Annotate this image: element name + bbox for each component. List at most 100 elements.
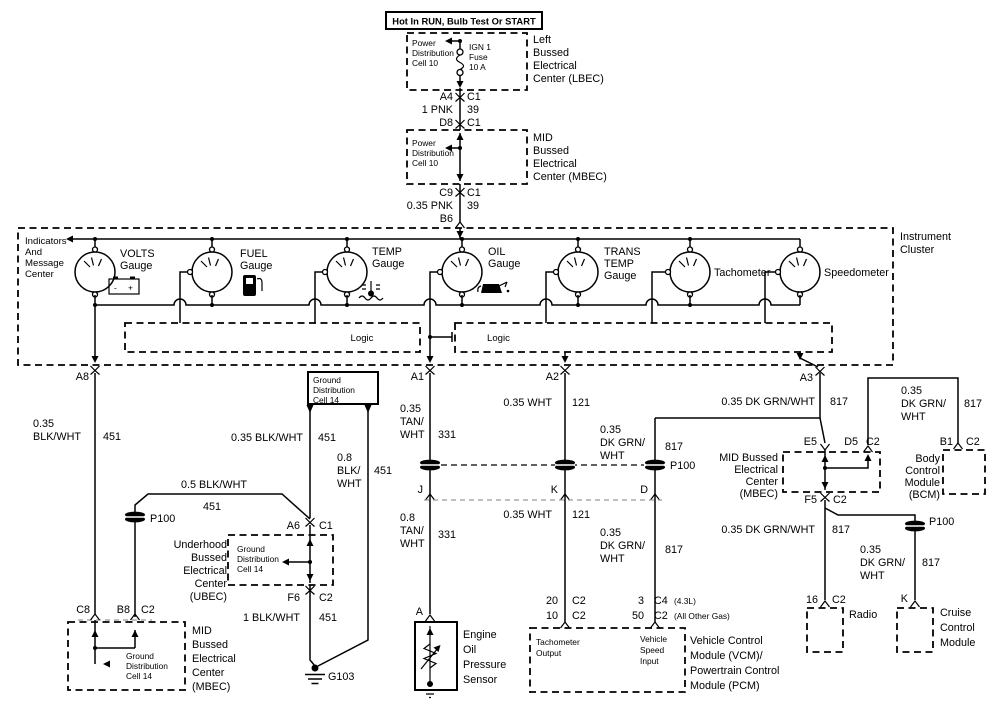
tach-output-column: 0.35 WHT 121 K 0.35 WHT 121 20 C2 10 C2 (503, 373, 590, 629)
pin-a3: A3 (800, 372, 813, 384)
connector-k-cruise-icon (909, 600, 921, 608)
logic1-label: Logic (351, 333, 374, 344)
mbec-top-name-line1: MID (533, 132, 553, 144)
pin-d8: D8 (439, 117, 453, 129)
bcm-name-line3: Module (905, 477, 940, 489)
mbec-r-name-line3: Center (746, 476, 779, 488)
wire-wht-bot-label: 0.35 WHT (503, 509, 552, 521)
svg-text:Distribution: Distribution (126, 661, 168, 671)
pin-b1: B1 (940, 436, 953, 448)
wire-wht-top-label: 0.35 WHT (503, 397, 552, 409)
g103-label: G103 (328, 671, 354, 683)
connector-b1-icon (952, 442, 964, 450)
mbec-top-name-line3: Electrical (533, 158, 577, 170)
pin-3-conn: C4 (654, 595, 668, 607)
wire-a8-size: 0.35 (33, 418, 54, 430)
p100-tach-icon (554, 458, 576, 472)
wire-035blk-label: 0.35 BLK/WHT (231, 432, 303, 444)
lbec-name-line3: Electrical (533, 60, 577, 72)
ubec-block: A6 C1 Ground Distribution Cell 14 Underh… (174, 517, 334, 603)
svg-text:Ground: Ground (237, 544, 265, 554)
ubec-name-line2: Bussed (191, 552, 227, 564)
connector-a-icon (424, 614, 436, 622)
ground-path-left: 0.35 BLK/WHT 451 Ground Distribution Cel… (33, 371, 392, 693)
mbec-top-cell-line1: Power (412, 138, 436, 148)
wire-grn-bcm-size: 0.35 (901, 385, 922, 397)
coolant-temp-icon (358, 281, 384, 301)
tachometer-icon (669, 246, 711, 298)
wire-wht-top-circuit: 121 (572, 397, 590, 409)
wire-05blk-label: 0.5 BLK/WHT (181, 479, 247, 491)
grn-wht-network: 0.35 DK GRN/WHT 817 E5 D5 C2 MID Bussed … (655, 373, 986, 653)
bcm-name-line4: (BCM) (909, 489, 940, 501)
p100-vss-icon (644, 458, 666, 472)
imc-line3: Message (25, 258, 64, 269)
feed-wire-mbec-to-cluster: C9 C1 0.35 PNK 39 B6 (407, 184, 481, 239)
bcm-name-line2: Control (905, 465, 940, 477)
g103-ground-icon (305, 664, 325, 685)
pin-e5: E5 (804, 436, 817, 448)
p100-oil-icon (419, 458, 441, 472)
fuel-pump-icon (243, 275, 263, 296)
wire-08blk-color2: WHT (337, 478, 362, 490)
fuel-gauge-label1: FUEL (240, 248, 268, 260)
cluster-name-line2: Cluster (900, 244, 935, 256)
connector-c8-icon (89, 613, 101, 621)
vcm-tach-line2: Output (536, 648, 562, 658)
wire-tan035-color2: WHT (400, 429, 425, 441)
pin-20: 20 (546, 595, 558, 607)
mbec-bl-name-line1: MID (192, 625, 212, 637)
wire-grn-top-size: 0.35 (600, 424, 621, 436)
sensor-name-line2: Oil (463, 644, 476, 656)
wire-tan08-color1: TAN/ (400, 525, 424, 537)
pin-a4-conn: C1 (467, 91, 481, 103)
pin-f6: F6 (287, 592, 300, 604)
cruise-name-line3: Module (940, 637, 975, 649)
vss-column: 0.35 DK GRN/ WHT 817 D 0.35 DK GRN/ WHT … (600, 418, 730, 629)
ubec-name-line5: (UBEC) (190, 591, 227, 603)
wire-grn-a3-circuit: 817 (830, 396, 848, 408)
wire-a8-circuit: 451 (103, 431, 121, 443)
mbec-bottom-left-block: C8 B8 C2 Ground Distribution Cell 14 MID… (67, 604, 236, 693)
p100-passthrough: P100 (419, 458, 695, 501)
fuel-gauge-label2: Gauge (240, 260, 272, 272)
svg-text:Cell 14: Cell 14 (237, 564, 263, 574)
lbec-cell-line3: Cell 10 (412, 58, 438, 68)
hot-in-run-header: Hot In RUN, Bulb Test Or START (385, 11, 543, 30)
wire-tan035-color1: TAN/ (400, 416, 424, 428)
wire-grn-f5-circuit: 817 (832, 524, 850, 536)
pin-f5: F5 (804, 494, 817, 506)
mbec-top-block: Power Distribution Cell 10 MID Bussed El… (406, 129, 607, 185)
wire-grn-cruise-color2: WHT (860, 570, 885, 582)
imc-line2: And (25, 247, 42, 258)
pin-10: 10 (546, 610, 558, 622)
pin-a: A (416, 606, 424, 618)
cluster-pins: A8 A1 A2 A3 (76, 365, 826, 384)
ubec-name-line3: Electrical (183, 565, 227, 577)
wire-grn-bcm-color2: WHT (901, 411, 926, 423)
wire-08blk-circuit: 451 (374, 465, 392, 477)
pin-16-conn: C2 (832, 594, 846, 606)
svg-text:Distribution: Distribution (313, 385, 355, 395)
imc-line1: Indicators (25, 236, 67, 247)
fuel-gauge-icon (191, 246, 233, 298)
pin-50-conn: C2 (654, 610, 668, 622)
connector-e5-icon (819, 443, 831, 451)
wire-grn-top-color1: DK GRN/ (600, 437, 645, 449)
trans-gauge-label2: TEMP (604, 258, 634, 270)
wire-grn-bot-color1: DK GRN/ (600, 540, 645, 552)
p100-connector-left-icon (124, 510, 146, 524)
oil-can-icon (477, 281, 510, 293)
pin-3: 3 (638, 595, 644, 607)
mbec-r-name-line4: (MBEC) (740, 488, 778, 500)
svg-text:Distribution: Distribution (237, 554, 279, 564)
temp-gauge-icon (326, 246, 368, 298)
logic-box-1: Logic (124, 322, 421, 353)
indicators-arrow-icon (66, 235, 73, 243)
logic2-label: Logic (487, 333, 510, 344)
vcm-name-line3: Powertrain Control (690, 665, 779, 677)
pin-a8: A8 (76, 371, 89, 383)
vcm-tach-line1: Tachometer (536, 637, 580, 647)
mbec-bl-name-line2: Bussed (192, 639, 228, 651)
